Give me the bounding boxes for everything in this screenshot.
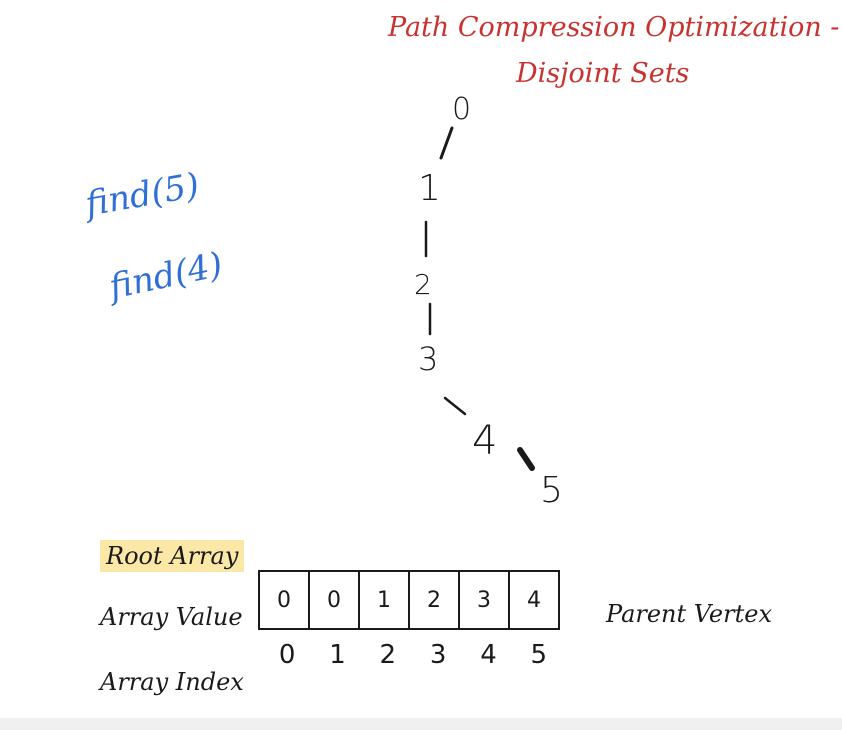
edge-0-1 [439,126,454,160]
diagram-title-line1: Path Compression Optimization - [388,12,840,43]
bottom-divider [0,718,842,730]
array-index-5: 5 [530,640,548,670]
tree-node-0: 0 [452,92,472,127]
array-index-2: 2 [379,640,397,670]
parent-vertex-label: Parent Vertex [606,600,772,628]
diagram-title-line2: Disjoint Sets [516,58,690,89]
array-index-row: 0 1 2 3 4 5 [262,640,564,670]
tree-node-3: 3 [418,340,439,378]
edge-4-5 [517,447,535,471]
array-index-label: Array Index [100,668,244,696]
array-cell-2: 1 [360,572,410,628]
array-cell-3: 2 [410,572,460,628]
root-array-label: Root Array [100,540,245,572]
tree-node-2: 2 [414,268,432,301]
tree-node-4: 4 [472,418,498,464]
array-index-0: 0 [278,640,296,670]
array-index-1: 1 [329,640,346,670]
array-cell-0: 0 [260,572,310,628]
array-cell-5: 4 [527,587,541,613]
array-value-label: Array Value [100,603,243,631]
edge-3-4 [443,396,467,416]
tree-node-1: 1 [418,168,441,209]
tree-node-5: 5 [540,470,563,511]
array-cell-1: 0 [310,572,360,628]
array-cell-4: 3 [460,572,510,628]
array-index-3: 3 [429,640,447,670]
root-array: 0 0 1 2 3 4 [258,570,560,630]
array-index-4: 4 [480,640,497,670]
